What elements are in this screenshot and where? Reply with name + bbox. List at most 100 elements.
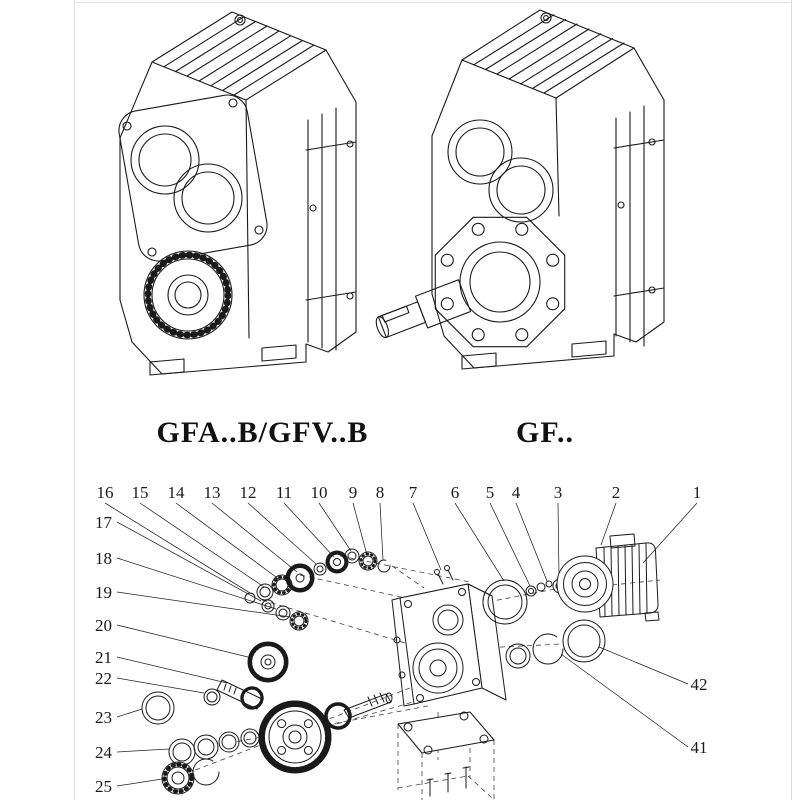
intermediate-gear-set bbox=[141, 599, 309, 725]
flange-bolt-hole bbox=[122, 121, 132, 131]
callout-10: 10 bbox=[311, 483, 328, 502]
callout-9: 9 bbox=[349, 483, 358, 502]
gearbox-figure-left bbox=[118, 11, 357, 376]
callout-7: 7 bbox=[409, 483, 418, 502]
flange-bolt-hole bbox=[147, 247, 157, 257]
intermediate-gear bbox=[247, 641, 289, 683]
callout-21: 21 bbox=[95, 648, 112, 667]
flange-bolt-hole bbox=[254, 225, 264, 235]
callout-14: 14 bbox=[168, 483, 186, 502]
lower-bore-inner bbox=[181, 171, 235, 225]
output-pinion-shaft bbox=[324, 692, 393, 730]
callout-2: 2 bbox=[612, 483, 621, 502]
callouts-left: 17 18 19 20 21 22 23 24 25 bbox=[95, 513, 113, 796]
callout-23: 23 bbox=[95, 708, 112, 727]
callout-41: 41 bbox=[691, 738, 708, 757]
pinion-shaft bbox=[216, 679, 264, 710]
callout-8: 8 bbox=[376, 483, 385, 502]
foot bbox=[149, 358, 185, 376]
callout-24: 24 bbox=[95, 743, 113, 762]
mid-edge bbox=[245, 99, 250, 339]
seal-ring bbox=[141, 691, 175, 725]
side-hole bbox=[346, 140, 354, 148]
callouts-right: 42 41 bbox=[691, 675, 708, 757]
side-hole bbox=[617, 201, 625, 209]
output-gear bbox=[258, 700, 332, 774]
upper-bore-inner bbox=[455, 127, 505, 177]
gasket-and-fasteners bbox=[482, 578, 568, 625]
callout-11: 11 bbox=[276, 483, 292, 502]
leader-lines-left bbox=[116, 521, 291, 787]
lower-bore-outer bbox=[173, 163, 243, 233]
motor-adapter bbox=[556, 533, 660, 622]
input-gear-train bbox=[244, 548, 391, 604]
page-edge-left bbox=[74, 0, 75, 800]
gear-housing bbox=[391, 583, 507, 707]
mounting-plate bbox=[397, 711, 495, 797]
callout-5: 5 bbox=[486, 483, 495, 502]
model-label-right: GF.. bbox=[516, 416, 574, 449]
output-gear-set bbox=[161, 692, 393, 795]
plate-bolts bbox=[426, 766, 470, 797]
side-hole bbox=[648, 286, 656, 294]
callouts-top: 16 15 14 13 12 11 10 9 8 7 6 5 4 3 2 1 bbox=[97, 483, 702, 502]
output-bearing bbox=[161, 761, 195, 795]
motor-flange-face bbox=[556, 555, 614, 613]
eyebolt-hole bbox=[543, 15, 549, 21]
terminal-box bbox=[609, 533, 636, 549]
foot bbox=[461, 352, 497, 370]
front-flange bbox=[118, 94, 268, 262]
side-ribs bbox=[613, 105, 665, 347]
foot bbox=[571, 340, 607, 358]
cooling-ribs bbox=[163, 16, 315, 96]
callout-3: 3 bbox=[554, 483, 563, 502]
side-ribs bbox=[305, 107, 357, 351]
cooling-ribs bbox=[473, 14, 625, 94]
eyebolt-boss bbox=[540, 12, 552, 24]
upper-bore-outer bbox=[447, 119, 513, 185]
callout-42: 42 bbox=[691, 675, 708, 694]
upper-bore-outer bbox=[130, 125, 200, 195]
second-bore-inner bbox=[496, 165, 546, 215]
snap-ring bbox=[532, 633, 564, 665]
callout-25: 25 bbox=[95, 777, 112, 796]
callout-20: 20 bbox=[95, 616, 112, 635]
output-hub-inner bbox=[469, 251, 531, 313]
eyebolt-hole bbox=[237, 17, 243, 23]
keyway bbox=[381, 305, 410, 323]
page-edge-top bbox=[74, 2, 792, 3]
flange-bolt-hole bbox=[228, 98, 238, 108]
motor-foot bbox=[644, 611, 660, 622]
callout-18: 18 bbox=[95, 549, 112, 568]
callout-13: 13 bbox=[204, 483, 221, 502]
eyebolt-boss bbox=[234, 14, 246, 26]
housing-bolts bbox=[434, 565, 454, 585]
side-hole bbox=[648, 138, 656, 146]
upper-bore-inner bbox=[138, 133, 192, 187]
mid-edge bbox=[555, 97, 560, 217]
output-bearing bbox=[143, 250, 233, 340]
snap-ring bbox=[377, 559, 391, 573]
gearbox-figure-right bbox=[375, 9, 665, 370]
housing-outline bbox=[431, 9, 665, 369]
callout-1: 1 bbox=[693, 483, 702, 502]
pinion-gear bbox=[285, 563, 315, 593]
side-hole bbox=[346, 292, 354, 300]
model-label-left: GFA..B/GFV..B bbox=[156, 416, 369, 449]
output-shaft bbox=[375, 279, 472, 339]
callout-16: 16 bbox=[97, 483, 114, 502]
leader-lines-right bbox=[560, 646, 689, 748]
leader-lines-top bbox=[104, 502, 698, 594]
retaining-rings bbox=[505, 619, 606, 669]
foot bbox=[261, 344, 297, 362]
page-edge-right bbox=[791, 0, 792, 800]
callout-4: 4 bbox=[512, 483, 521, 502]
callout-19: 19 bbox=[95, 583, 112, 602]
side-hole bbox=[309, 204, 317, 212]
output-flange-octagon bbox=[434, 216, 566, 348]
callout-12: 12 bbox=[240, 483, 257, 502]
output-hub-outer bbox=[459, 241, 541, 323]
snap-ring bbox=[192, 758, 220, 786]
callout-17: 17 bbox=[95, 513, 113, 532]
callout-22: 22 bbox=[95, 669, 112, 688]
